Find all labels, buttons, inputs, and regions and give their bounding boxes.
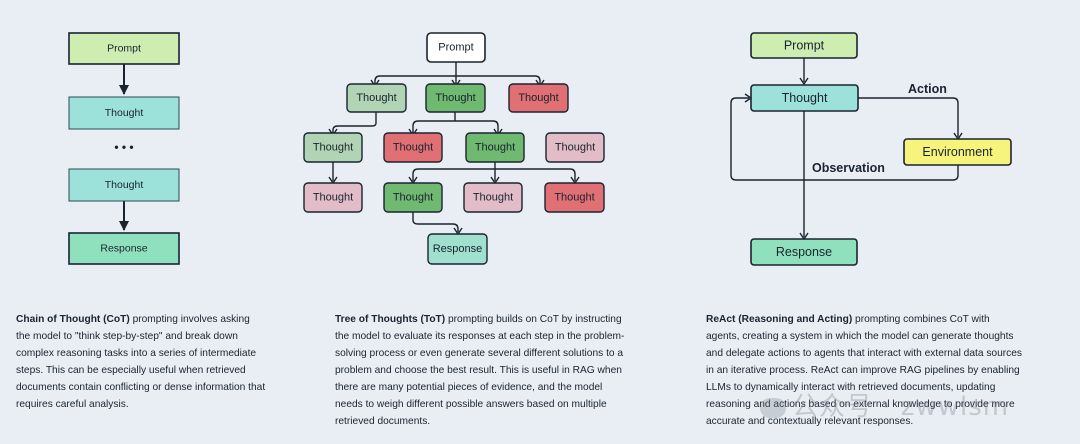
tot-thought-label: Thought (554, 192, 594, 204)
tot-prompt-label: Prompt (438, 42, 473, 54)
tot-prompt-node: Prompt (426, 32, 486, 63)
tot-thought-l3-4: Thought (544, 182, 605, 213)
tot-edge-l2green-l3 (412, 162, 576, 181)
react-caption-body: prompting combines CoT with agents, crea… (706, 314, 1023, 427)
react-observation-label: Observation (812, 161, 885, 175)
react-response-node: Response (750, 238, 858, 266)
react-edge-action (858, 97, 959, 137)
react-environment-node: Environment (903, 138, 1012, 166)
cot-caption: Chain of Thought (CoT) prompting involve… (16, 311, 266, 413)
tot-thought-l2-4: Thought (545, 132, 605, 163)
tot-caption-body: prompting builds on CoT by instructing t… (335, 314, 625, 427)
tot-thought-l1-left: Thought (346, 83, 407, 113)
react-arrowhead-prompt (799, 77, 809, 86)
tot-thought-label: Thought (356, 92, 396, 104)
react-prompt-node: Prompt (750, 32, 858, 59)
react-caption-title: ReAct (Reasoning and Acting) (706, 314, 853, 325)
cot-response-label: Response (100, 243, 147, 255)
react-thought-label: Thought (782, 91, 828, 105)
react-action-label: Action (908, 82, 947, 96)
react-response-label: Response (776, 245, 832, 259)
tot-thought-l1-right: Thought (508, 83, 569, 113)
tot-thought-label: Thought (435, 92, 475, 104)
tot-thought-label: Thought (393, 192, 433, 204)
tot-diagram: Prompt Thought Thought Thought Thought T… (303, 32, 605, 265)
tot-thought-l3-1: Thought (303, 182, 363, 213)
tot-thought-label: Thought (473, 192, 513, 204)
react-prompt-label: Prompt (784, 39, 825, 53)
watermark-text: 公众号 · zwwlsm (792, 392, 1010, 422)
cot-thought-label: Thought (105, 107, 144, 119)
tot-caption-title: Tree of Thoughts (ToT) (335, 314, 446, 325)
tot-thought-l1-middle: Thought (425, 83, 486, 113)
react-edge-observation (730, 97, 959, 181)
tot-response-label: Response (433, 243, 483, 255)
tot-arrowheads-l2green (408, 176, 580, 185)
tot-thought-label: Thought (555, 142, 595, 154)
tot-thought-l2-3: Thought (465, 132, 525, 163)
cot-thought-label-2: Thought (105, 179, 144, 191)
cot-prompt-label: Prompt (107, 43, 141, 55)
tot-thought-l2-1: Thought (303, 132, 363, 163)
tot-thought-l3-3: Thought (463, 182, 523, 213)
cot-thought-node: Thought (68, 96, 180, 130)
watermark: 公众号 · zwwlsm (760, 386, 1009, 423)
tot-edge-prompt-level1 (374, 62, 541, 84)
tot-thought-label: Thought (313, 192, 353, 204)
tot-edge-l1left-l2 (332, 112, 377, 133)
cot-thought-node-2: Thought (68, 168, 180, 202)
tot-response-node: Response (427, 233, 488, 265)
wechat-icon (760, 397, 786, 418)
cot-caption-title: Chain of Thought (CoT) (16, 314, 130, 325)
cot-response-node: Response (68, 232, 180, 265)
cot-ellipsis: • • • (114, 140, 133, 154)
tot-edge-l3-response (412, 212, 459, 232)
tot-thought-label: Thought (393, 142, 433, 154)
tot-thought-label: Thought (475, 142, 515, 154)
cot-caption-body: prompting involves asking the model to "… (16, 314, 266, 410)
tot-edge-l1mid-l2 (412, 112, 499, 133)
tot-thought-label: Thought (518, 92, 558, 104)
tot-thought-l3-2: Thought (383, 182, 443, 213)
tot-caption: Tree of Thoughts (ToT) prompting builds … (335, 311, 627, 430)
react-thought-node: Thought (750, 84, 859, 112)
react-caption: ReAct (Reasoning and Acting) prompting c… (706, 311, 1024, 430)
react-environment-label: Environment (922, 145, 993, 159)
react-diagram: Prompt Thought Environment Response Acti… (730, 32, 1012, 266)
tot-thought-label: Thought (313, 142, 353, 154)
cot-prompt-node: Prompt (68, 32, 180, 65)
tot-thought-l2-2: Thought (383, 132, 443, 163)
cot-diagram: Prompt Thought • • • Thought Response (68, 32, 180, 265)
